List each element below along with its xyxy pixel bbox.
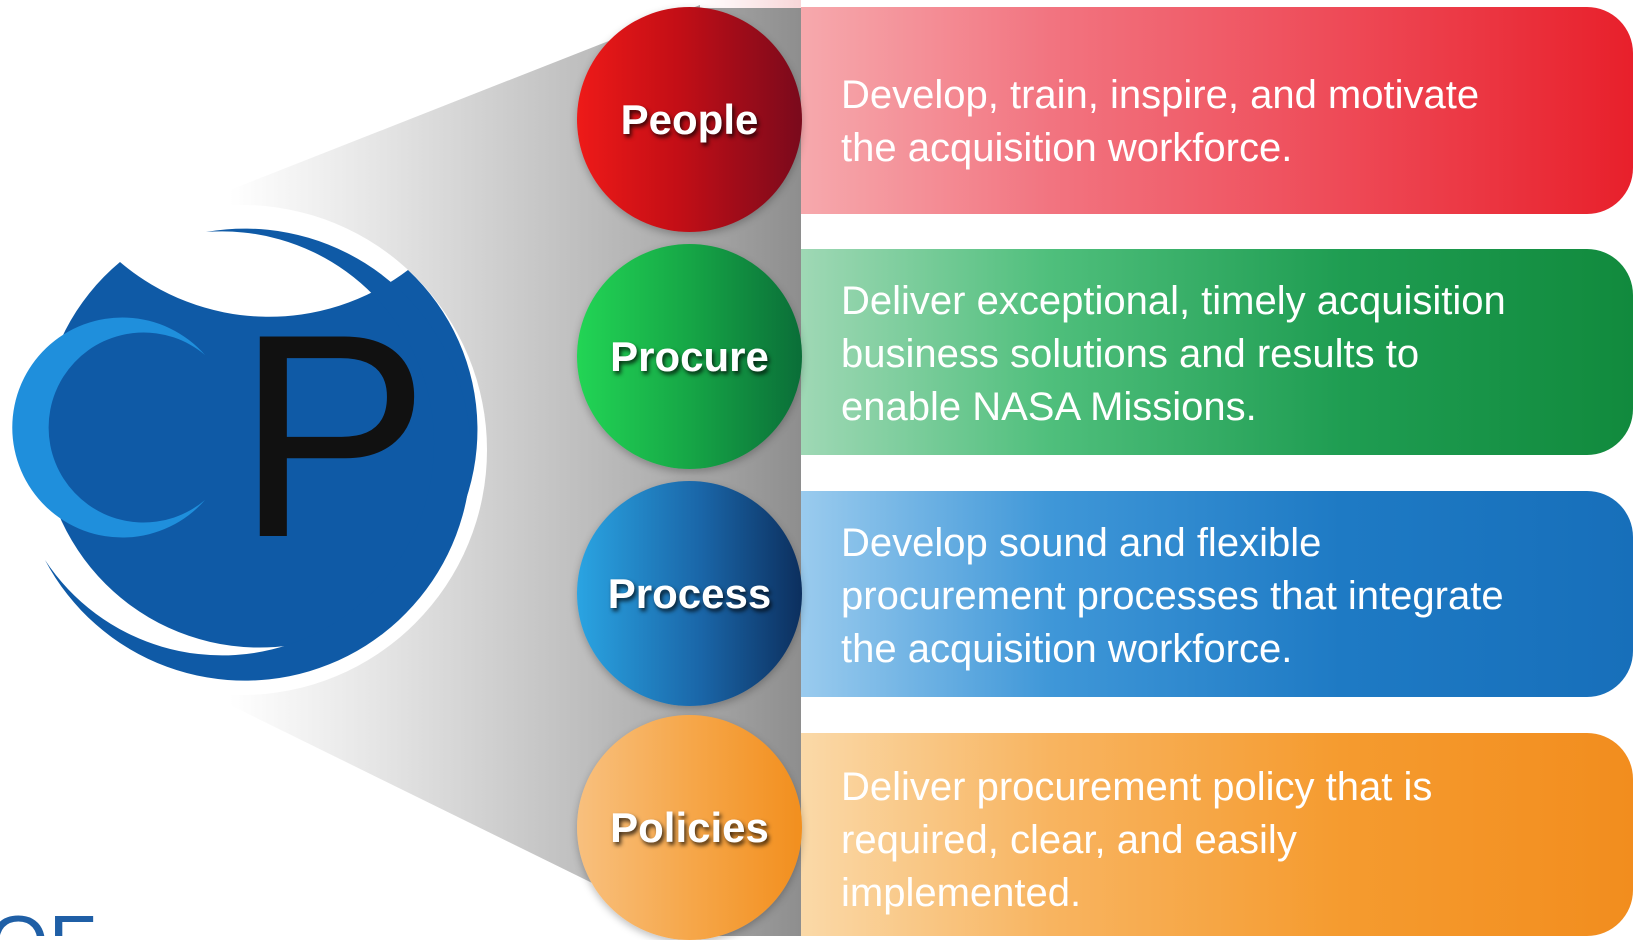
logo-navy-crescent-icon [41, 262, 478, 648]
logo-blue-crescent-icon [12, 317, 205, 538]
bar-process-line-3: the acquisition workforce. [841, 627, 1293, 671]
bar-people-line-1: Develop, train, inspire, and motivate [841, 73, 1480, 117]
bar-procure-line-1: Deliver exceptional, timely acquisition [841, 279, 1506, 323]
circle-policies-label: Policies [610, 803, 769, 851]
circle-policies: Policies [577, 715, 802, 940]
bar-policies-line-2: required, clear, and easily [841, 818, 1297, 862]
circle-process-label: Process [607, 569, 772, 617]
logo-partial-text: OF [0, 899, 96, 936]
circle-people: People [577, 7, 802, 232]
circle-people-label: People [620, 95, 759, 143]
bar-policies-line-1: Deliver procurement policy that is [841, 765, 1433, 809]
bar-procure: Deliver exceptional, timely acquisition … [801, 249, 1633, 455]
bar-people-line-2: the acquisition workforce. [841, 126, 1293, 170]
bar-procure-line-2: business solutions and results to [841, 332, 1420, 376]
circle-procure-label: Procure [610, 332, 769, 380]
bar-process: Develop sound and flexible procurement p… [801, 491, 1633, 697]
bar-procure-line-3: enable NASA Missions. [841, 385, 1257, 429]
logo-letter: P [236, 274, 429, 598]
circle-process: Process [577, 481, 802, 706]
bar-people: Develop, train, inspire, and motivate th… [801, 7, 1633, 214]
funnel-shape [230, 5, 801, 936]
bar-process-line-1: Develop sound and flexible [841, 521, 1322, 565]
bar-process-line-2: procurement processes that integrate [841, 574, 1504, 618]
bar-policies-line-3: implemented. [841, 871, 1082, 915]
circle-procure: Procure [577, 244, 802, 469]
funnel-top-fade [700, 0, 801, 8]
bar-policies: Deliver procurement policy that is requi… [801, 733, 1633, 936]
